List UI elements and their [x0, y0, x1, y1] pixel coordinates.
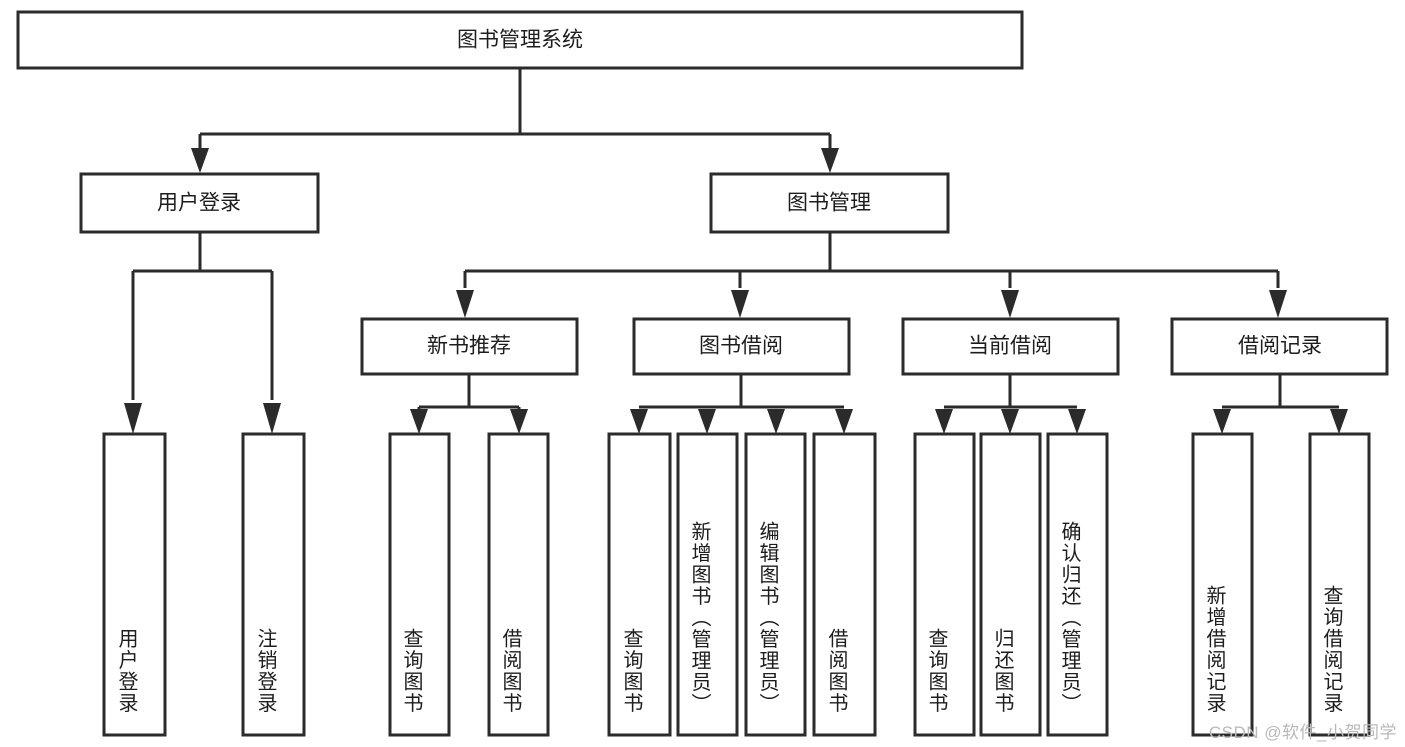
leaf-box-return-book[interactable] — [979, 432, 1042, 737]
watermark-text: CSDN @软件_小贺同学 — [1208, 723, 1397, 742]
connector-group-book-manage — [456, 233, 1287, 318]
arrow-root-to-user-login — [191, 148, 209, 173]
leaf-box-user-login[interactable] — [102, 432, 167, 737]
arrow-book-borrow-leaf-2 — [698, 409, 716, 434]
leaf-box-add-book-admin[interactable] — [676, 432, 739, 737]
arrow-book-borrow-leaf-3 — [767, 409, 785, 434]
node-current-borrow-label: 当前借阅 — [968, 335, 1052, 358]
arrow-root-to-book-manage — [821, 148, 839, 173]
arrow-current-borrow-leaf-2 — [1001, 409, 1019, 434]
node-borrow-record-label: 借阅记录 — [1238, 335, 1322, 358]
arrow-borrow-record-leaf-2 — [1330, 409, 1348, 434]
arrow-user-login-leaf-1 — [124, 403, 142, 434]
leaf-box-confirm-return-admin[interactable] — [1046, 432, 1109, 737]
arrow-new-book-leaf-1 — [410, 409, 428, 434]
leaf-box-query-book-borrow[interactable] — [607, 432, 672, 737]
arrow-bm-to-book-borrow — [731, 290, 749, 318]
node-new-book-recommend-box[interactable] — [360, 317, 579, 376]
connector-group-user-login — [124, 233, 281, 434]
connector-group-new-book — [410, 375, 528, 434]
arrow-new-book-leaf-2 — [510, 409, 528, 434]
leaf-box-edit-book-admin[interactable] — [744, 432, 807, 737]
arrow-current-borrow-leaf-1 — [935, 409, 953, 434]
connector-group-current-borrow — [935, 375, 1086, 434]
node-new-book-recommend[interactable]: 新书推荐 — [360, 317, 579, 376]
node-current-borrow-box[interactable] — [901, 317, 1120, 376]
node-book-borrow[interactable]: 图书借阅 — [632, 317, 851, 376]
node-borrow-record[interactable]: 借阅记录 — [1170, 317, 1389, 376]
node-root-box[interactable] — [16, 10, 1024, 70]
node-user-login-box[interactable] — [79, 172, 320, 234]
arrow-book-borrow-leaf-1 — [630, 409, 648, 434]
node-book-manage-label: 图书管理 — [787, 192, 871, 215]
connector-group-book-borrow — [630, 375, 853, 434]
node-user-login-label: 用户登录 — [157, 192, 241, 215]
arrow-bm-to-new-book — [456, 290, 474, 318]
leaf-box-add-borrow-record[interactable] — [1191, 432, 1254, 737]
node-book-manage-box[interactable] — [709, 172, 950, 234]
connector-group-borrow-record — [1213, 375, 1348, 434]
node-root[interactable]: 图书管理系统 — [16, 10, 1024, 70]
node-book-manage[interactable]: 图书管理 — [709, 172, 950, 234]
leaf-box-query-book-current[interactable] — [913, 432, 976, 737]
node-new-book-recommend-label: 新书推荐 — [427, 335, 511, 358]
leaf-box-borrow-book[interactable] — [812, 432, 877, 737]
arrow-user-login-leaf-2 — [263, 403, 281, 434]
arrow-book-borrow-leaf-4 — [835, 409, 853, 434]
arrow-bm-to-borrow-record — [1269, 290, 1287, 318]
node-root-label: 图书管理系统 — [457, 29, 583, 52]
node-book-borrow-label: 图书借阅 — [699, 335, 783, 358]
arrow-current-borrow-leaf-3 — [1068, 409, 1086, 434]
node-book-borrow-box[interactable] — [632, 317, 851, 376]
arrow-bm-to-current-borrow — [1001, 290, 1019, 318]
node-current-borrow[interactable]: 当前借阅 — [901, 317, 1120, 376]
leaf-box-query-book-recommend[interactable] — [388, 432, 451, 737]
connector-group-root — [191, 68, 839, 173]
arrow-borrow-record-leaf-1 — [1213, 409, 1231, 434]
leaf-box-query-borrow-record[interactable] — [1308, 432, 1371, 737]
leaf-box-borrow-book-recommend[interactable] — [487, 432, 550, 737]
node-user-login[interactable]: 用户登录 — [79, 172, 320, 234]
node-borrow-record-box[interactable] — [1170, 317, 1389, 376]
leaf-box-logout[interactable] — [241, 432, 306, 737]
